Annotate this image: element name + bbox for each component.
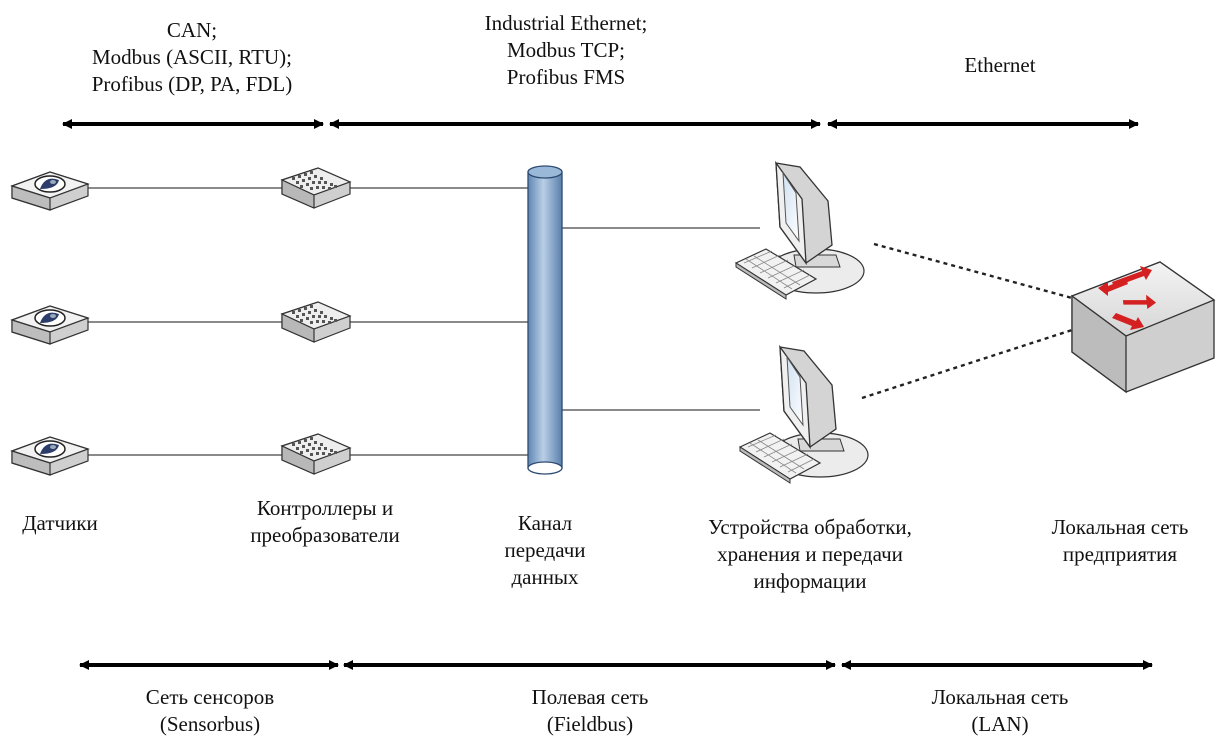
controller-icon: [281, 301, 351, 343]
data-bus-pipe-icon: [527, 165, 563, 475]
sensors-label: Датчики: [22, 511, 98, 535]
controller-icon: [281, 433, 351, 475]
sensorbus-protocols: CAN; Modbus (ASCII, RTU); Profibus (DP, …: [91, 18, 293, 96]
processing-devices-label: Устройства обработки, хранения и передач…: [708, 515, 912, 593]
network-switch-icon: [1070, 261, 1216, 394]
sensor-icon: [11, 436, 89, 476]
controller-icon: [281, 167, 351, 209]
fieldbus-label: Полевая сеть (Fieldbus): [531, 685, 649, 736]
computer-icon: [739, 346, 869, 484]
channel-label: Канал передачи данных: [504, 511, 586, 589]
lan-label: Локальная сеть (LAN): [931, 685, 1069, 736]
sensor-icon: [11, 305, 89, 345]
enterprise-lan-label: Локальная сеть предприятия: [1051, 515, 1189, 566]
sensor-icon: [11, 171, 89, 211]
controllers-label: Контроллеры и преобразователи: [250, 496, 400, 547]
fieldbus-protocols: Industrial Ethernet; Modbus TCP; Profibu…: [484, 11, 648, 89]
lan-protocols: Ethernet: [964, 53, 1036, 77]
pc-switch-link-2: [861, 328, 1073, 400]
computer-icon: [735, 162, 865, 300]
sensorbus-label: Сеть сенсоров (Sensorbus): [145, 685, 275, 736]
pc-switch-link-1: [873, 242, 1073, 300]
